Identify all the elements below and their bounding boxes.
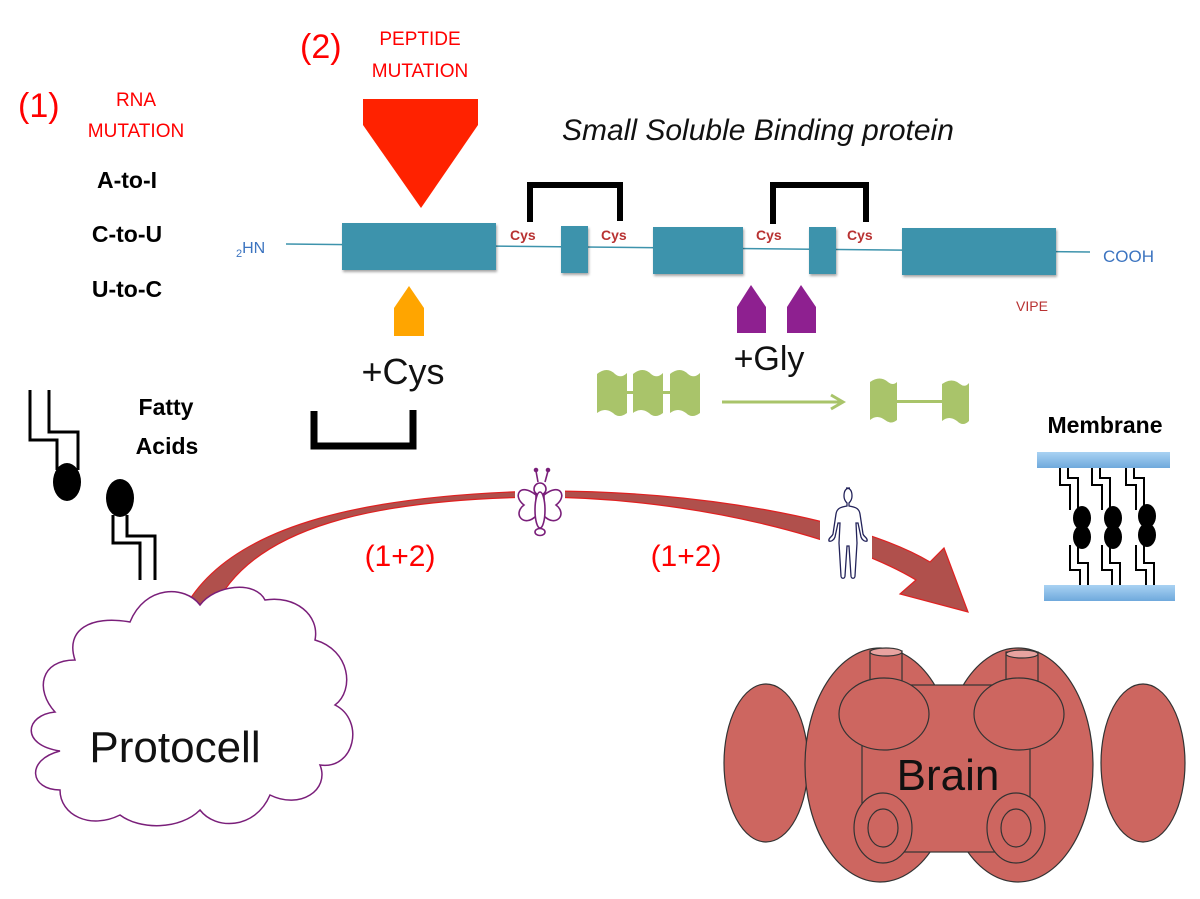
extension-arrow-icon [722, 393, 846, 411]
compact-peptide-chain-icon [597, 370, 700, 416]
insect-icon [515, 467, 565, 537]
membrane-bilayer-icon [1037, 452, 1175, 601]
peptide-mutation-number: (2) [300, 28, 342, 66]
evolution-step-left-label: (1+2) [365, 540, 436, 573]
cys-bond-bracket-icon [310, 410, 417, 450]
extended-peptide-chain-icon [870, 378, 969, 424]
mutation-c-to-u: C-to-U [92, 221, 162, 247]
rna-mutation-label-line2: MUTATION [88, 121, 184, 142]
n-terminus-subscript: 2 [236, 248, 242, 260]
protocell-cloud-icon [30, 586, 354, 827]
protein-domain-vipe [902, 228, 1056, 275]
protein-domain-3 [653, 227, 743, 274]
cys-label-3: Cys [756, 227, 782, 243]
n-terminus-label: 2HN [236, 240, 265, 260]
gly-insertion-marker-2-icon [787, 285, 816, 333]
peptide-mutation-group: (2) PEPTIDE MUTATION [300, 28, 478, 208]
evolution-arc-arrow-icon [182, 490, 969, 613]
rna-mutation-group: (1) RNA MUTATION A-to-I C-to-U U-to-C [18, 87, 184, 302]
disulfide-bond-1 [527, 182, 623, 222]
protein-backbone: 2HN COOH Cys Cys Cys Cys VIPE [236, 182, 1154, 314]
protein-domain-4 [809, 227, 836, 274]
protein-domain-2 [561, 226, 588, 273]
brain-label: Brain [897, 751, 1000, 800]
n-terminus-text: HN [242, 240, 265, 257]
cys-label-2: Cys [601, 227, 627, 243]
protein-domain-1 [342, 223, 496, 270]
plus-gly-label: +Gly [734, 340, 805, 378]
peptide-mutation-label-line1: PEPTIDE [379, 29, 460, 50]
mutation-u-to-c: U-to-C [92, 276, 162, 302]
vipe-label: VIPE [1016, 298, 1048, 314]
fatty-acids-label-line1: Fatty [139, 394, 194, 420]
cys-label-4: Cys [847, 227, 873, 243]
gly-insertion-marker-1-icon [737, 285, 766, 333]
disulfide-bond-2 [770, 182, 869, 224]
membrane-label: Membrane [1047, 412, 1162, 438]
c-terminus-label: COOH [1103, 247, 1154, 266]
human-icon [820, 484, 872, 579]
protocell-label: Protocell [89, 723, 260, 772]
fatty-acid-1-icon [28, 390, 81, 501]
fatty-acid-2-icon [106, 479, 157, 580]
protein-title: Small Soluble Binding protein [562, 114, 954, 147]
cys-label-1: Cys [510, 227, 536, 243]
evolution-step-right-label: (1+2) [651, 540, 722, 573]
peptide-mutation-arrow-icon [363, 99, 478, 208]
plus-cys-label: +Cys [361, 351, 444, 392]
fatty-acids-label-line2: Acids [136, 433, 199, 459]
cys-insertion-marker-icon [394, 286, 424, 336]
mutation-a-to-i: A-to-I [97, 167, 157, 193]
brain-icon [723, 647, 1186, 883]
peptide-mutation-label-line2: MUTATION [372, 61, 468, 82]
rna-mutation-label-line1: RNA [116, 90, 156, 111]
rna-mutation-number: (1) [18, 87, 60, 125]
